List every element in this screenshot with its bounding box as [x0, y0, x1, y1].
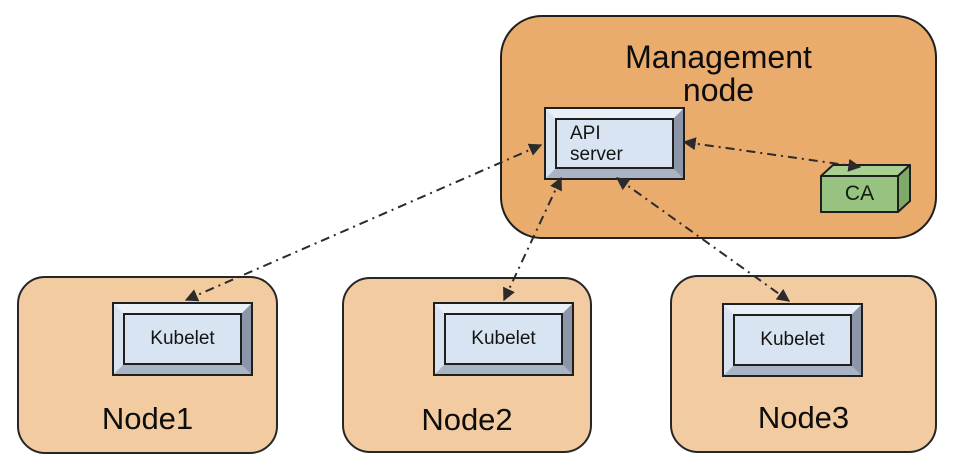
management-node-container: Management node API server: [500, 15, 937, 239]
node3-kubelet-label: Kubelet: [760, 329, 825, 350]
node2-kubelet-box: Kubelet: [433, 302, 574, 376]
ca-label: CA: [844, 182, 875, 205]
node1-kubelet-box: Kubelet: [112, 302, 253, 376]
node2-kubelet-label: Kubelet: [471, 328, 536, 349]
node3-container: Kubelet Node3: [670, 275, 937, 453]
node1-label: Node1: [101, 401, 194, 436]
node3-label: Node3: [757, 400, 850, 435]
management-node-title: Management node: [502, 41, 935, 107]
management-node-title-text: Management node: [625, 39, 812, 108]
api-server-label: API server: [570, 123, 623, 165]
node3-kubelet-box: Kubelet: [722, 303, 863, 377]
node2-container: Kubelet Node2: [342, 277, 592, 453]
node1-container: Kubelet Node1: [17, 276, 278, 454]
node1-kubelet-label: Kubelet: [150, 328, 215, 349]
node2-label: Node2: [421, 402, 513, 437]
api-server-box: API server: [544, 107, 685, 180]
